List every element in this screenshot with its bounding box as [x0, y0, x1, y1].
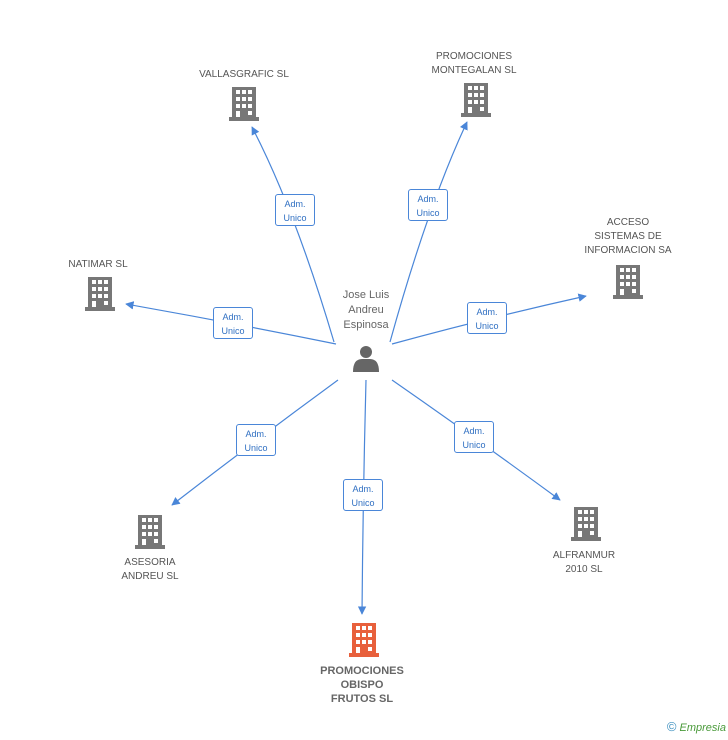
role-box-natimar: Adm. Unico [213, 307, 253, 339]
building-icon[interactable] [613, 265, 643, 299]
company-label-asesoria[interactable]: ASESORIA ANDREU SL [121, 557, 179, 582]
building-icon[interactable] [229, 87, 259, 121]
role-box-alfranmur: Adm. Unico [454, 421, 494, 453]
role-box-acceso: Adm. Unico [467, 302, 507, 334]
role-box-asesoria: Adm. Unico [236, 424, 276, 456]
role-box-montegalan: Adm. Unico [408, 189, 448, 221]
company-label-acceso[interactable]: ACCESO SISTEMAS DE INFORMACION SA [584, 217, 672, 256]
building-icon[interactable] [461, 83, 491, 117]
building-icon[interactable] [571, 507, 601, 541]
person-icon[interactable] [353, 346, 379, 372]
brand-name: Empresia [679, 722, 726, 734]
person-name[interactable]: Jose Luis Andreu Espinosa [342, 289, 390, 331]
company-label-obispo[interactable]: PROMOCIONES OBISPO FRUTOS SL [320, 665, 404, 705]
company-label-vallasgrafic[interactable]: VALLASGRAFIC SL [199, 69, 289, 80]
building-icon[interactable] [349, 623, 379, 657]
role-box-obispo: Adm. Unico [343, 479, 383, 511]
copyright-icon: © [666, 719, 677, 734]
company-label-alfranmur[interactable]: ALFRANMUR 2010 SL [552, 550, 616, 575]
building-icon[interactable] [135, 515, 165, 549]
footer-brand: © Empresia [667, 719, 726, 734]
company-label-natimar[interactable]: NATIMAR SL [68, 259, 128, 270]
building-icon[interactable] [85, 277, 115, 311]
company-label-montegalan[interactable]: PROMOCIONES MONTEGALAN SL [431, 51, 517, 76]
role-box-vallasgrafic: Adm. Unico [275, 194, 315, 226]
